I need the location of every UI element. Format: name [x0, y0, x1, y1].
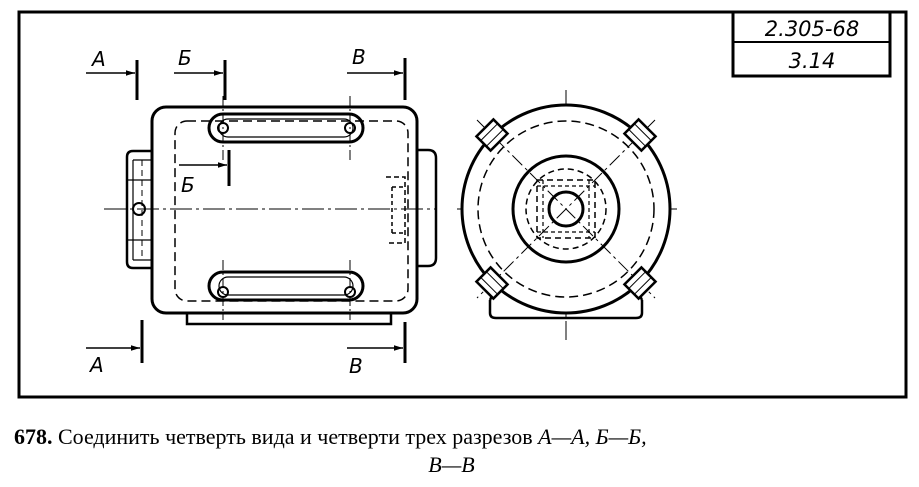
- mark-v-bottom: В: [349, 354, 363, 378]
- front-view: [104, 96, 438, 326]
- exercise-number: 678.: [14, 424, 53, 449]
- exercise-caption: 678. Соединить четверть вида и четверти …: [14, 423, 909, 479]
- bolt-boss-bottom-right: [622, 265, 658, 301]
- drawing-frame: [17, 10, 908, 399]
- bolt-boss-top-left: [474, 117, 510, 153]
- title-stamp: 2.305-68 3.14: [731, 10, 892, 78]
- mark-a-top: А: [90, 47, 106, 71]
- stamp-code: 2.305-68: [765, 17, 859, 41]
- bolt-boss-top-right: [622, 117, 658, 153]
- exercise-sections-2: В—В: [428, 452, 475, 477]
- mark-b-top: Б: [178, 46, 192, 70]
- bolt-boss-bottom-left: [474, 265, 510, 301]
- mark-v-top: В: [352, 45, 366, 69]
- exercise-text: Соединить четверть вида и четверти трех …: [58, 424, 533, 449]
- side-view: [457, 90, 678, 340]
- mark-b-mid: Б: [181, 173, 195, 197]
- section-letters: А Б В Б А В: [88, 45, 366, 378]
- mark-a-bottom: А: [88, 353, 104, 377]
- exercise-sections-1: А—А, Б—Б,: [538, 424, 647, 449]
- section-marks: [86, 58, 407, 363]
- stamp-sheet: 3.14: [789, 49, 836, 73]
